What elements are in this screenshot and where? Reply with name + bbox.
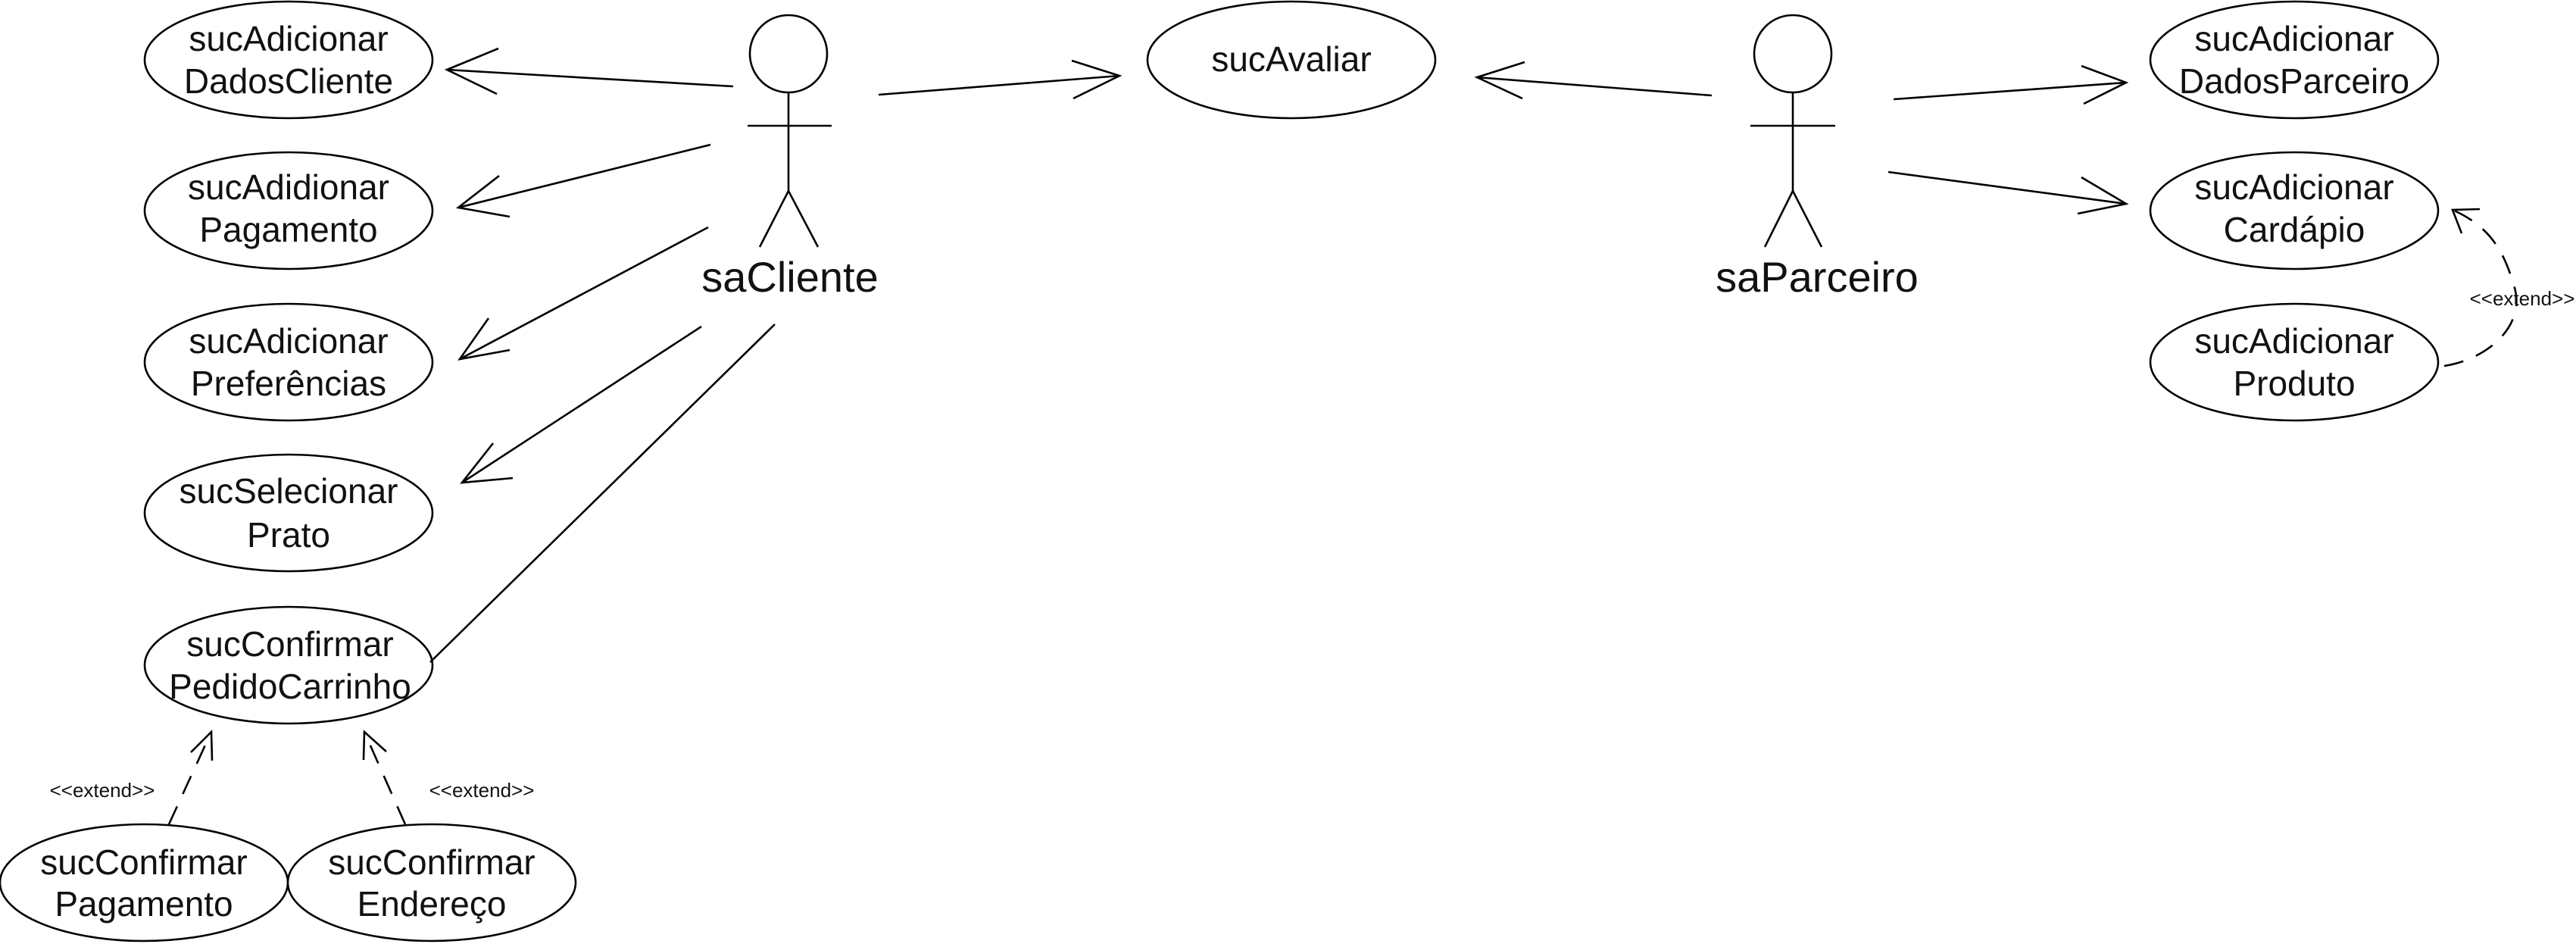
usecase-selecionar-prato[interactable]: sucSelecionar Prato	[143, 453, 434, 573]
usecase-confirmar-pagamento[interactable]: sucConfirmar Pagamento	[0, 823, 289, 942]
assoc-parceiro-cardapio	[1888, 170, 2129, 215]
usecase-ellipse	[143, 151, 434, 270]
actor-sacliente[interactable]: saCliente	[701, 14, 879, 301]
assoc-parceiro-avaliar	[1474, 61, 1713, 100]
extend-confirmar-endereco: <<extend>>	[362, 730, 535, 825]
actor-left-leg	[758, 190, 790, 248]
usecase-ellipse	[1146, 0, 1437, 120]
usecase-adicionar-cardapio[interactable]: sucAdicionar Cardápio	[2149, 151, 2440, 270]
usecase-label-line1: sucConfirmar	[40, 842, 248, 882]
usecase-ellipse	[2149, 151, 2440, 270]
usecase-label-line1: sucAdicionar	[189, 19, 388, 58]
usecase-label-line2: Cardápio	[2224, 210, 2365, 249]
usecase-label-line2: Preferências	[191, 364, 386, 403]
usecase-ellipse	[2149, 302, 2440, 422]
usecase-label-line1: sucAdicionar	[2194, 167, 2393, 207]
usecase-adicionar-dados-cliente[interactable]: sucAdicionar DadosCliente	[143, 0, 434, 120]
usecase-ellipse	[143, 302, 434, 422]
assoc-cliente-confirmar-pedido	[429, 324, 776, 663]
usecase-label-line2: Pagamento	[199, 210, 377, 249]
usecase-label-line2: Pagamento	[55, 884, 233, 924]
usecase-confirmar-pedido-carrinho[interactable]: sucConfirmar PedidoCarrinho	[143, 605, 434, 725]
usecase-avaliar[interactable]: sucAvaliar	[1146, 0, 1437, 120]
usecase-ellipse	[143, 605, 434, 725]
usecase-ellipse	[286, 823, 577, 942]
usecase-label-line2: Produto	[2233, 364, 2355, 403]
actor-left-leg	[1763, 190, 1794, 248]
actor-label: saParceiro	[1716, 253, 1919, 301]
usecase-ellipse	[143, 0, 434, 120]
extend-stereotype-label: <<extend>>	[2470, 287, 2575, 310]
actor-head	[748, 14, 829, 94]
usecase-adidionar-pagamento[interactable]: sucAdidionar Pagamento	[143, 151, 434, 270]
actor-head	[1753, 14, 1833, 94]
usecase-confirmar-endereco[interactable]: sucConfirmar Endereço	[286, 823, 577, 942]
extend-stereotype-label: <<extend>>	[429, 779, 535, 802]
extend-stereotype-label: <<extend>>	[50, 779, 155, 802]
usecase-ellipse	[2149, 0, 2440, 120]
assoc-cliente-selecionar-prato	[460, 325, 702, 484]
usecase-label: sucAvaliar	[1211, 39, 1371, 79]
usecase-label-line1: sucAdicionar	[189, 321, 388, 361]
usecase-adicionar-dados-parceiro[interactable]: sucAdicionar DadosParceiro	[2149, 0, 2440, 120]
assoc-parceiro-dados-parceiro	[1893, 64, 2129, 105]
usecase-label-line1: sucAdidionar	[188, 167, 389, 207]
usecase-label-line2: DadosParceiro	[2179, 61, 2409, 101]
usecase-adicionar-preferencias[interactable]: sucAdicionar Preferências	[143, 302, 434, 422]
assoc-cliente-dados-cliente	[444, 47, 734, 95]
actor-saparceiro[interactable]: saParceiro	[1716, 14, 1919, 301]
usecase-label-line2: Prato	[247, 515, 330, 555]
usecase-label-line1: sucAdicionar	[2194, 321, 2393, 361]
usecase-label-line1: sucAdicionar	[2194, 19, 2393, 58]
assoc-cliente-avaliar	[878, 59, 1123, 100]
assoc-cliente-pagamento	[455, 143, 711, 218]
usecase-adicionar-produto[interactable]: sucAdicionar Produto	[2149, 302, 2440, 422]
usecase-label-line1: sucConfirmar	[328, 842, 535, 882]
extend-confirmar-pagamento: <<extend>>	[50, 729, 214, 825]
assoc-cliente-preferencias	[457, 226, 709, 361]
usecase-label-line1: sucSelecionar	[180, 471, 398, 511]
actor-right-leg	[1791, 190, 1823, 248]
actor-label: saCliente	[701, 253, 878, 301]
usecase-ellipse	[143, 453, 434, 573]
usecase-label-line2: PedidoCarrinho	[169, 667, 411, 706]
actor-right-leg	[787, 190, 820, 248]
usecase-label-line2: DadosCliente	[184, 61, 393, 101]
usecase-label-line2: Endereço	[358, 884, 507, 924]
usecase-label-line1: sucConfirmar	[186, 624, 394, 664]
extend-adicionar-produto: <<extend>>	[2443, 208, 2575, 367]
